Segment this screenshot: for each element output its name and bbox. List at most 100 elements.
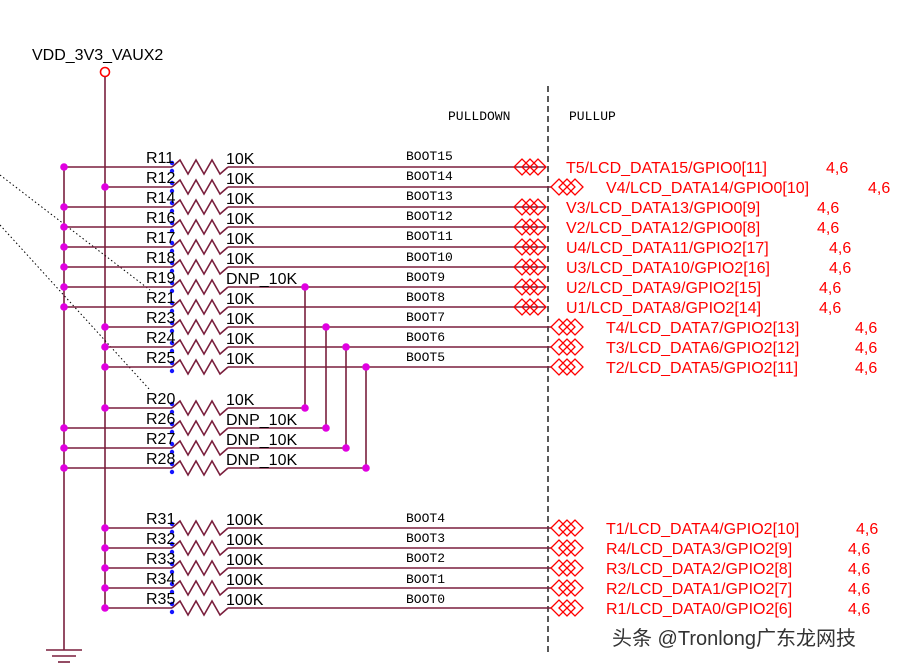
resistor-ref: R12: [146, 170, 175, 187]
pin-marker: [169, 409, 175, 415]
pin-marker: [169, 421, 175, 427]
resistor-ref: R25: [146, 350, 175, 367]
resistor-ref: R21: [146, 290, 175, 307]
junction-dot: [101, 404, 109, 412]
resistor-r31: [171, 519, 229, 537]
pin-marker: [169, 260, 175, 266]
pin-marker: [169, 549, 175, 555]
junction-dot: [301, 283, 309, 291]
net-label: BOOT8: [406, 290, 445, 305]
pin-marker: [169, 469, 175, 475]
resistor-r23: [171, 318, 229, 336]
pin-marker: [169, 288, 175, 294]
pin-marker: [169, 541, 175, 547]
pin-marker: [169, 601, 175, 607]
page-ref: 4,6: [855, 320, 877, 337]
pin-marker: [169, 360, 175, 366]
resistor-r12: [171, 178, 229, 196]
resistor-r26: [171, 419, 229, 437]
net-label: BOOT5: [406, 350, 445, 365]
pin-marker: [169, 461, 175, 467]
resistor-ref: R17: [146, 230, 175, 247]
port-symbol: [550, 579, 584, 597]
resistor-value: 10K: [226, 331, 255, 348]
page-ref: 4,6: [855, 340, 877, 357]
resistor-value: 10K: [226, 211, 255, 228]
pin-marker: [169, 328, 175, 334]
resistor-r32: [171, 539, 229, 557]
resistor-value: 10K: [226, 311, 255, 328]
resistor-value: 100K: [226, 592, 264, 609]
resistor-ref: R26: [146, 411, 175, 428]
resistor-r24: [171, 338, 229, 356]
page-ref: 4,6: [855, 360, 877, 377]
page-ref: 4,6: [819, 300, 841, 317]
pin-marker: [169, 268, 175, 274]
net-label: BOOT15: [406, 149, 453, 164]
pin-marker: [169, 188, 175, 194]
pin-marker: [169, 348, 175, 354]
port-label: U3/LCD_DATA10/GPIO2[16]: [566, 260, 770, 277]
resistor-r19: [171, 278, 229, 296]
port-symbol: [550, 358, 584, 376]
junction-dot: [60, 303, 68, 311]
pin-marker: [169, 441, 175, 447]
resistor-ref: R35: [146, 591, 175, 608]
resistor-ref: R32: [146, 531, 175, 548]
labels: VDD_3V3_VAUX2 PULLDOWN PULLUP 头条 @Tronlo…: [32, 47, 856, 650]
resistor-ref: R31: [146, 511, 175, 528]
resistor-r21: [171, 298, 229, 316]
resistor-value: 10K: [226, 251, 255, 268]
pullup-header: PULLUP: [569, 109, 616, 124]
port-label: T4/LCD_DATA7/GPIO2[13]: [606, 320, 799, 337]
pin-marker: [169, 308, 175, 314]
resistor-ref: R19: [146, 270, 175, 287]
net-label: BOOT11: [406, 229, 453, 244]
junction-dot: [60, 464, 68, 472]
supply-pin-circle: [99, 66, 111, 78]
port-symbol: [550, 519, 584, 537]
pulldown-header: PULLDOWN: [448, 109, 510, 124]
net-label: BOOT2: [406, 551, 445, 566]
port-symbol: [550, 178, 584, 196]
pin-marker: [169, 529, 175, 535]
junction-dot: [60, 243, 68, 251]
ports: [513, 158, 584, 617]
junction-dot: [60, 203, 68, 211]
junction-dot: [101, 183, 109, 191]
resistor-value: 10K: [226, 392, 255, 409]
dotted-leader: [0, 174, 151, 291]
port-symbol: [550, 338, 584, 356]
junction-dot: [342, 444, 350, 452]
resistor-value: 100K: [226, 572, 264, 589]
resistor-r35: [171, 599, 229, 617]
resistor-r14: [171, 198, 229, 216]
page-ref: 4,6: [848, 601, 870, 618]
pin-marker: [169, 401, 175, 407]
resistors: [169, 158, 229, 617]
pin-marker: [169, 160, 175, 166]
port-symbol: [513, 258, 547, 276]
page-ref: 4,6: [848, 581, 870, 598]
port-symbol: [550, 539, 584, 557]
junction-dot: [60, 263, 68, 271]
resistor-value: 10K: [226, 171, 255, 188]
resistor-value: 10K: [226, 231, 255, 248]
junction-dot: [362, 363, 370, 371]
resistor-ref: R28: [146, 451, 175, 468]
junction-dot: [301, 404, 309, 412]
port-label: U2/LCD_DATA9/GPIO2[15]: [566, 280, 761, 297]
pin-marker: [169, 228, 175, 234]
pin-marker: [169, 180, 175, 186]
port-label: T5/LCD_DATA15/GPIO0[11]: [566, 160, 767, 177]
dotted-leader: [0, 224, 151, 391]
page-ref: 4,6: [829, 240, 851, 257]
port-label: R3/LCD_DATA2/GPIO2[8]: [606, 561, 792, 578]
resistor-ref: R18: [146, 250, 175, 267]
pin-marker: [169, 200, 175, 206]
port-label: U1/LCD_DATA8/GPIO2[14]: [566, 300, 761, 317]
resistor-ref: R20: [146, 391, 175, 408]
port-symbol: [513, 218, 547, 236]
resistor-r16: [171, 218, 229, 236]
resistor-r28: [171, 459, 229, 477]
